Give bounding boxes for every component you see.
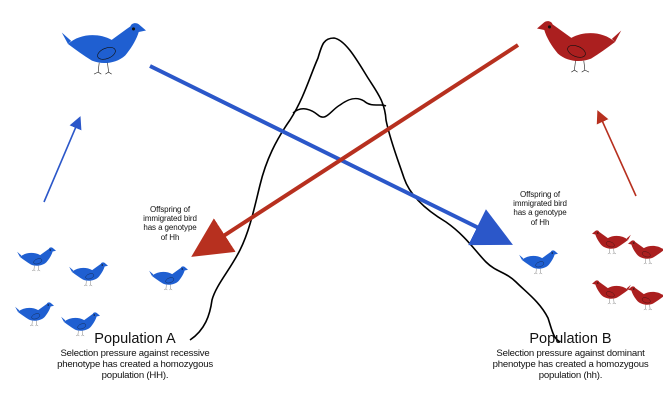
- bird-icon: [591, 280, 632, 305]
- bird-icon: [518, 250, 559, 275]
- offspring-note-left-line2: immigrated bird: [143, 214, 197, 224]
- offspring-note-right-line3: has a genotype: [513, 208, 567, 218]
- offspring-note-right-line2: immigrated bird: [513, 199, 567, 209]
- bird-icon: [627, 286, 663, 311]
- population-b-line2: phenotype has created a homozygous: [492, 358, 649, 370]
- offspring-note-right-line4: of Hh: [530, 217, 550, 227]
- bird-icon: [61, 22, 147, 75]
- offspring-note-left-line3: has a genotype: [143, 223, 197, 233]
- bird-icon: [627, 240, 663, 265]
- population-a-line2: phenotype has created a homozygous: [57, 358, 213, 370]
- migration-arrow-blue: [149, 64, 513, 246]
- offspring-note-left-line1: Offspring of: [149, 205, 190, 214]
- migration-arrow-red: [191, 43, 520, 257]
- population-b-line3: population (hh).: [538, 369, 603, 381]
- population-b-title: Population B: [529, 331, 612, 347]
- offspring-note-left-line4: of Hh: [160, 232, 180, 242]
- offspring-note-right-line1: Offspring of: [519, 190, 560, 199]
- population-a-line1: Selection pressure against recessive: [60, 347, 210, 359]
- population-b-line1: Selection pressure against dominant: [496, 347, 645, 359]
- population-a-block: Population A Selection pressure against …: [28, 331, 242, 381]
- bird-icon: [536, 20, 622, 73]
- bird-icon: [591, 230, 632, 255]
- bird-icon: [68, 262, 109, 287]
- selection-arrow-red: [596, 110, 637, 197]
- mountain-icon: [189, 37, 561, 343]
- offspring-note-right: Offspring of immigrated bird has a genot…: [498, 190, 582, 227]
- population-b-block: Population B Selection pressure against …: [478, 331, 663, 381]
- population-a-title: Population A: [94, 331, 176, 347]
- population-a-line3: population (HH).: [101, 369, 169, 381]
- bird-icon: [148, 266, 189, 291]
- selection-arrow-blue: [43, 116, 82, 203]
- offspring-note-left: Offspring of immigrated bird has a genot…: [130, 205, 210, 242]
- bird-icon: [14, 302, 55, 327]
- bird-icon: [16, 247, 57, 272]
